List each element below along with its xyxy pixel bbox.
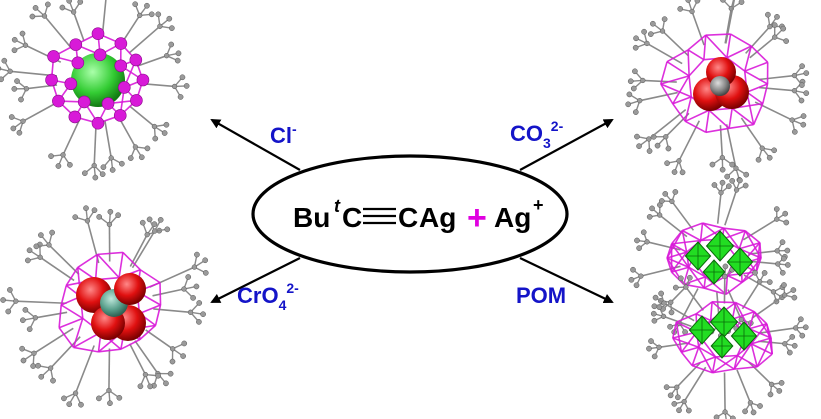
reagent-bu: Bu: [293, 202, 330, 233]
plus-sign: +: [467, 199, 487, 237]
label-chromate: CrO42-: [237, 280, 299, 313]
reagent-formula: Bu t C C Ag + Ag +: [293, 195, 544, 237]
ag-cluster-carbonate-icon: [625, 0, 810, 183]
arrow-bottom-right: [519, 257, 614, 304]
arrow-top-left: [210, 119, 301, 171]
ag-cluster-chloride-icon: [0, 0, 190, 181]
reagent-tert: t: [334, 196, 341, 216]
arrow-top-right: [519, 119, 614, 171]
arrow-bottom-left: [210, 257, 301, 303]
reagent-ellipse: [251, 154, 569, 274]
ion-ag: Ag: [494, 202, 531, 233]
triple-bond-icon: [363, 207, 396, 225]
ag-cluster-chromate-icon: [0, 205, 209, 408]
reagent-c1: C: [342, 202, 362, 233]
label-carbonate: CO32-: [510, 118, 564, 151]
label-pom: POM: [516, 283, 566, 308]
reagent-c2: C: [398, 202, 418, 233]
ag-cluster-pom-icon: [628, 177, 809, 419]
label-chloride: Cl-: [270, 121, 297, 148]
ion-charge: +: [533, 195, 544, 215]
reagent-ag: Ag: [419, 202, 456, 233]
